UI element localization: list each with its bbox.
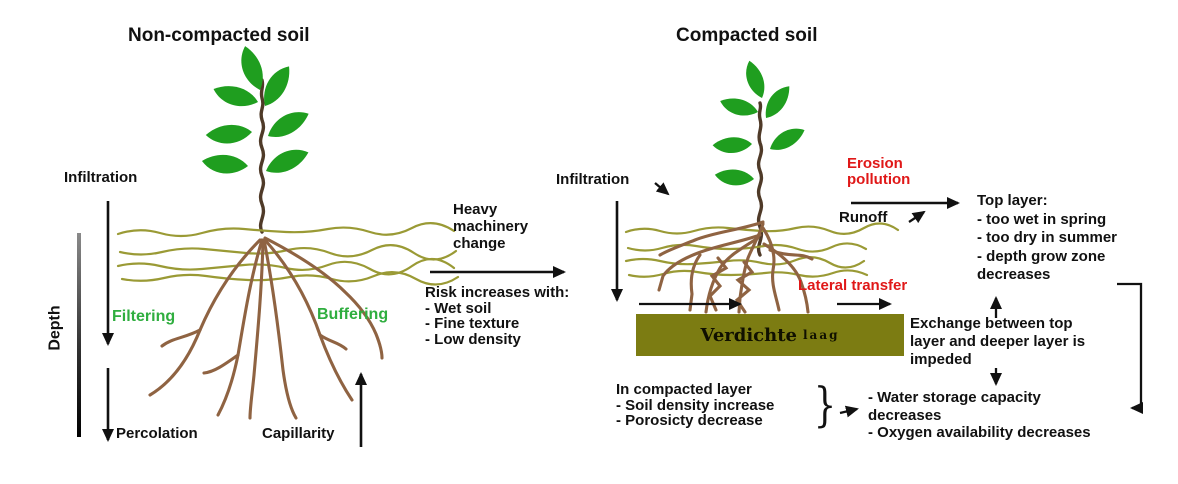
consequences-list: - Water storage capacity decreases - Oxy… [868,389,1091,441]
left-roots [148,236,384,420]
infiltration-right-label: Infiltration [556,171,630,188]
right-soil-surface [624,222,900,278]
infiltration-right-small-arrow [654,182,670,196]
right-roots [657,220,814,314]
top-layer-consequence-bracket [1117,282,1143,414]
lateral-transfer-label: Lateral transfer [798,277,908,294]
machinery-change-label: Heavy machinery change [453,201,529,252]
runoff-label: Runoff [839,209,888,226]
buffering-label: Buffering [317,306,389,323]
compacted-layer-effects-list: In compacted layer - Soil density increa… [616,381,775,429]
top-layer-effects-list: Top layer: - too wet in spring - too dry… [977,192,1118,283]
compacted-layer-box: Verdichte laag [636,314,904,356]
compacted-layer-label-sub: laag [803,328,840,342]
filtering-label: Filtering [112,308,176,325]
compacted-layer-label: Verdichte [700,324,798,346]
left-plant-icon [200,44,313,234]
capillarity-label: Capillarity [262,425,335,442]
depth-label: Depth [46,305,64,351]
left-soil-surface [116,222,460,286]
brace-connector: } [813,378,837,433]
right-title: Compacted soil [676,25,818,46]
erosion-pollution-label: Erosion pollution [847,155,911,188]
right-plant-icon [711,59,808,257]
runoff-small-arrow [908,210,926,224]
exchange-impeded-label: Exchange between top layer and deeper la… [910,315,1086,368]
left-title: Non-compacted soil [128,25,310,46]
brace-arrow [839,405,859,418]
infiltration-left-label: Infiltration [64,169,138,186]
risk-factors-list: Risk increases with: - Wet soil - Fine t… [425,284,570,348]
percolation-label: Percolation [116,425,198,442]
